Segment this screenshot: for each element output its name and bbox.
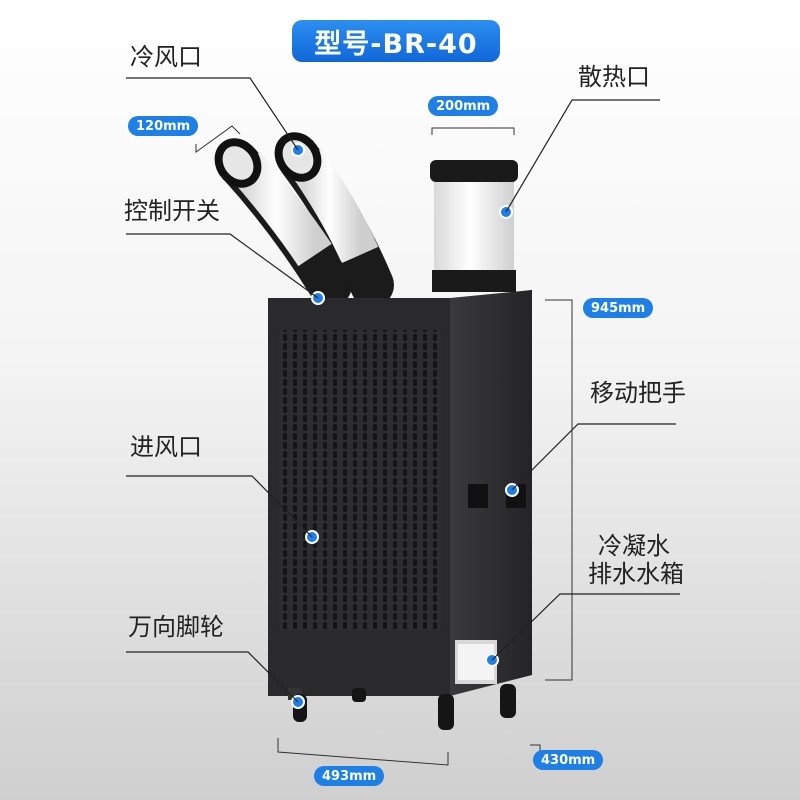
- dim-width: 493mm: [314, 766, 385, 786]
- label-move-handle: 移动把手: [590, 379, 686, 407]
- model-badge: 型号-BR-40: [292, 20, 500, 62]
- cold-air-ducts: [214, 132, 394, 307]
- leader-lines: [126, 77, 680, 703]
- dim-depth: 430mm: [533, 750, 604, 770]
- label-control-switch: 控制开关: [124, 197, 220, 225]
- label-drain-tank-line1: 冷凝水: [598, 532, 670, 560]
- label-air-inlet: 进风口: [130, 433, 202, 461]
- label-drain-tank: 冷凝水 排水水箱: [588, 532, 684, 588]
- label-caster-wheels: 万向脚轮: [128, 613, 224, 641]
- heat-exhaust-duct: [430, 160, 518, 292]
- dim-height: 945mm: [583, 298, 654, 318]
- dim-duct-diameter: 120mm: [128, 116, 199, 136]
- label-cold-air-outlet: 冷风口: [130, 43, 202, 71]
- label-heat-outlet: 散热口: [578, 63, 650, 91]
- unit-cabinet: [268, 290, 532, 696]
- dim-exhaust-diameter: 200mm: [428, 96, 499, 116]
- label-drain-tank-line2: 排水水箱: [588, 559, 684, 588]
